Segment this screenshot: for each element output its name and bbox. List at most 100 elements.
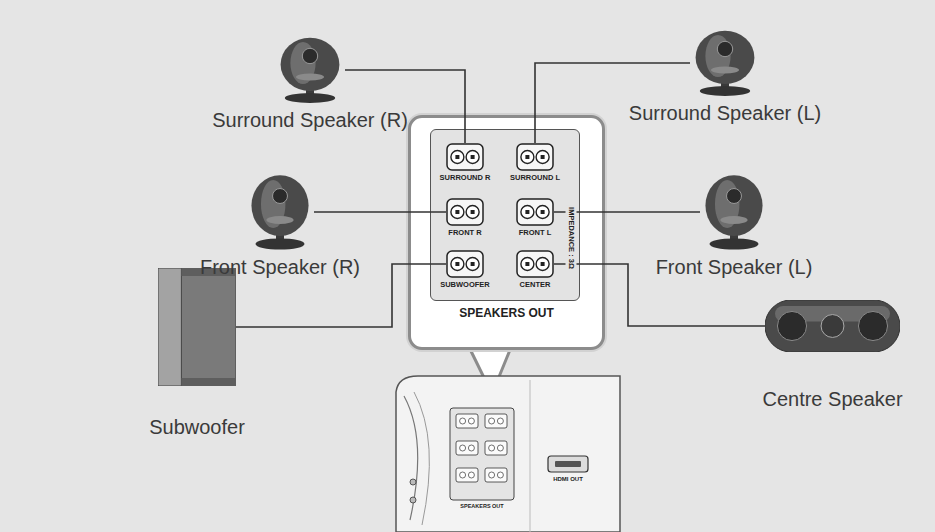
terminal-housing	[517, 144, 553, 170]
mini-terminal-hole	[489, 472, 495, 478]
term-icon	[446, 198, 484, 226]
speaker-body	[251, 175, 308, 236]
housing-screw	[410, 497, 416, 503]
term-icon	[516, 250, 554, 278]
terminal-hole	[451, 206, 464, 219]
terminal-label: SURROUND L	[510, 173, 560, 182]
ctr-icon	[765, 300, 900, 352]
centre-woofer	[858, 311, 887, 340]
mini-terminal-hole	[489, 445, 495, 451]
mini-terminal-hole	[497, 418, 503, 424]
panel-title: SPEAKERS OUT	[411, 306, 602, 320]
speaker-terminal: SURROUND L	[516, 143, 554, 171]
terminal-hole	[451, 258, 464, 271]
centre-woofer	[777, 311, 806, 340]
speaker-terminal: FRONT R	[446, 198, 484, 226]
terminal-pin	[455, 155, 459, 159]
mini-terminal	[485, 441, 507, 455]
speaker-label: Front Speaker (R)	[200, 256, 360, 279]
speaker-base	[256, 238, 305, 249]
term-icon	[446, 250, 484, 278]
mini-terminal	[456, 441, 478, 455]
speaker-terminal: SUBWOOFER	[446, 250, 484, 278]
speaker-driver	[302, 48, 317, 63]
terminal-label: SUBWOOFER	[440, 280, 490, 289]
terminal-hole	[466, 151, 479, 164]
satellite-speaker: Front Speaker (R)	[246, 172, 314, 252]
terminal-label: FRONT L	[519, 228, 552, 237]
terminal-hole	[536, 151, 549, 164]
terminal-hole	[536, 258, 549, 271]
terminal-pin	[525, 210, 529, 214]
terminal-pin	[525, 262, 529, 266]
terminal-hole	[521, 206, 534, 219]
impedance-note: IMPEDANCE : 3Ω	[566, 205, 577, 271]
speaker-label: Subwoofer	[149, 416, 245, 439]
speaker-terminal: SURROUND R	[446, 143, 484, 171]
subwoofer-side	[158, 268, 181, 386]
housing-curve	[414, 392, 429, 525]
mini-terminals	[456, 414, 507, 482]
panel-marking: SPEAKERS OUT	[460, 503, 503, 509]
subwoofer-front	[158, 268, 236, 386]
terminal-pin	[455, 262, 459, 266]
mini-terminal-hole	[468, 472, 474, 478]
spk-icon	[700, 172, 768, 252]
mini-terminal-hole	[497, 472, 503, 478]
terminal-label: CENTER	[520, 280, 551, 289]
mini-terminal	[456, 414, 478, 428]
mini-terminal-hole	[460, 445, 466, 451]
centre-tweeter	[821, 315, 844, 338]
speaker-driver	[717, 41, 732, 56]
speaker-terminal: FRONT L	[516, 198, 554, 226]
speaker-label: Surround Speaker (R)	[212, 109, 408, 132]
satellite-speaker: Front Speaker (L)	[700, 172, 768, 252]
centre-body	[765, 300, 900, 352]
spk-icon	[246, 172, 314, 252]
speaker-driver	[727, 189, 742, 204]
mini-terminal-hole	[497, 445, 503, 451]
terminal-hole	[466, 258, 479, 271]
subwoofer-bottom	[181, 378, 236, 386]
terminal-hole	[521, 151, 534, 164]
terminal-hole	[521, 258, 534, 271]
housing-curve	[404, 396, 418, 520]
terminal-housing	[447, 144, 483, 170]
terminal-pin	[455, 210, 459, 214]
speaker-base	[710, 238, 759, 249]
mini-terminal-hole	[468, 418, 474, 424]
mini-terminal-hole	[468, 445, 474, 451]
mini-terminal	[485, 414, 507, 428]
terminal-housing	[447, 251, 483, 277]
terminal-housing	[517, 251, 553, 277]
hdmi-port	[548, 456, 588, 472]
terminal-label: FRONT R	[448, 228, 481, 237]
sub-icon	[158, 268, 236, 386]
terminal-label: SURROUND R	[440, 173, 491, 182]
terminal-hole	[451, 151, 464, 164]
terminal-pin	[541, 155, 545, 159]
terminal-housing	[447, 199, 483, 225]
spk-icon	[690, 28, 760, 98]
terminal-pin	[525, 155, 529, 159]
unit-rear-housing	[396, 376, 620, 532]
mini-terminal-panel	[450, 408, 514, 500]
term-icon	[516, 198, 554, 226]
hdmi-port-slot	[555, 461, 581, 467]
mini-terminal-hole	[460, 472, 466, 478]
subwoofer-box: Subwoofer	[158, 268, 236, 386]
speaker-base	[285, 93, 335, 103]
terminal-pin	[541, 262, 545, 266]
terminal-housing	[517, 199, 553, 225]
terminal-panel-inset: SURROUND R SURROUND L FRONT R FRONT L SUBWOO…	[408, 115, 605, 350]
mini-terminal-hole	[489, 418, 495, 424]
terminal-pin	[471, 262, 475, 266]
satellite-speaker: Surround Speaker (L)	[690, 28, 760, 98]
terminal-pin	[541, 210, 545, 214]
panel-seam	[530, 380, 531, 532]
mini-terminal	[456, 468, 478, 482]
housing-screw	[410, 479, 416, 485]
terminal-pin	[471, 155, 475, 159]
speaker-label: Surround Speaker (L)	[629, 102, 821, 125]
